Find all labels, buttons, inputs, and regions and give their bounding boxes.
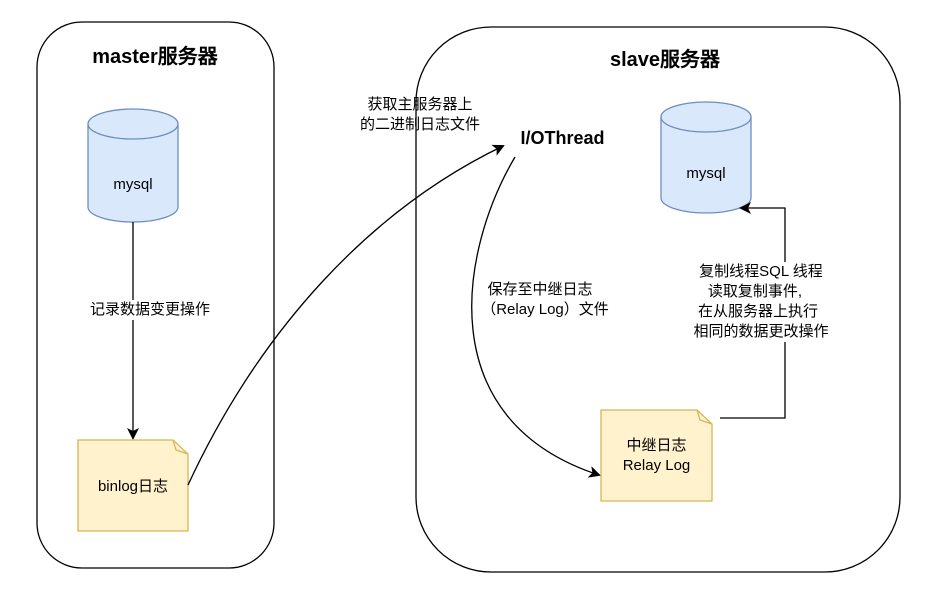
io-thread-label[interactable]: I/OThread: [520, 128, 605, 148]
save-relay-log-label-line2: （Relay Log）文件: [481, 301, 609, 318]
fetch-binlog-label-line2: 的二进制日志文件: [359, 116, 480, 133]
fetch-binlog-arrow: [187, 144, 505, 486]
save-relay-log-label-line1: 保存至中继日志: [487, 281, 593, 298]
master-mysql-database-icon[interactable]: [87, 108, 179, 223]
slave-server-container: [415, 26, 901, 573]
sql-thread-label-line3: 在从服务器上执行: [693, 302, 823, 322]
sql-thread-label-line4: 相同的数据更改操作: [685, 322, 837, 342]
relay-log-note-icon[interactable]: [600, 409, 713, 502]
slave-server-title: slave服务器: [609, 49, 721, 71]
master-server-container: [36, 21, 275, 569]
record-changes-label: 记录数据变更操作: [80, 300, 220, 320]
sql-thread-label-line1: 复制线程SQL 线程: [688, 262, 834, 282]
relay-log-label-line2: Relay Log: [622, 457, 691, 474]
binlog-note-icon[interactable]: [77, 439, 189, 532]
slave-mysql-database-icon[interactable]: [660, 101, 752, 214]
save-relay-log-arrow: [471, 156, 601, 478]
relay-log-label-line1: 中继日志: [626, 437, 687, 454]
fetch-binlog-label-line1: 获取主服务器上: [367, 96, 473, 113]
binlog-label: binlog日志: [97, 478, 169, 495]
master-mysql-label: mysql: [113, 176, 153, 193]
slave-mysql-label: mysql: [686, 165, 726, 182]
sql-thread-label-line2: 读取复制事件,: [700, 282, 810, 302]
master-server-title: master服务器: [92, 46, 218, 68]
